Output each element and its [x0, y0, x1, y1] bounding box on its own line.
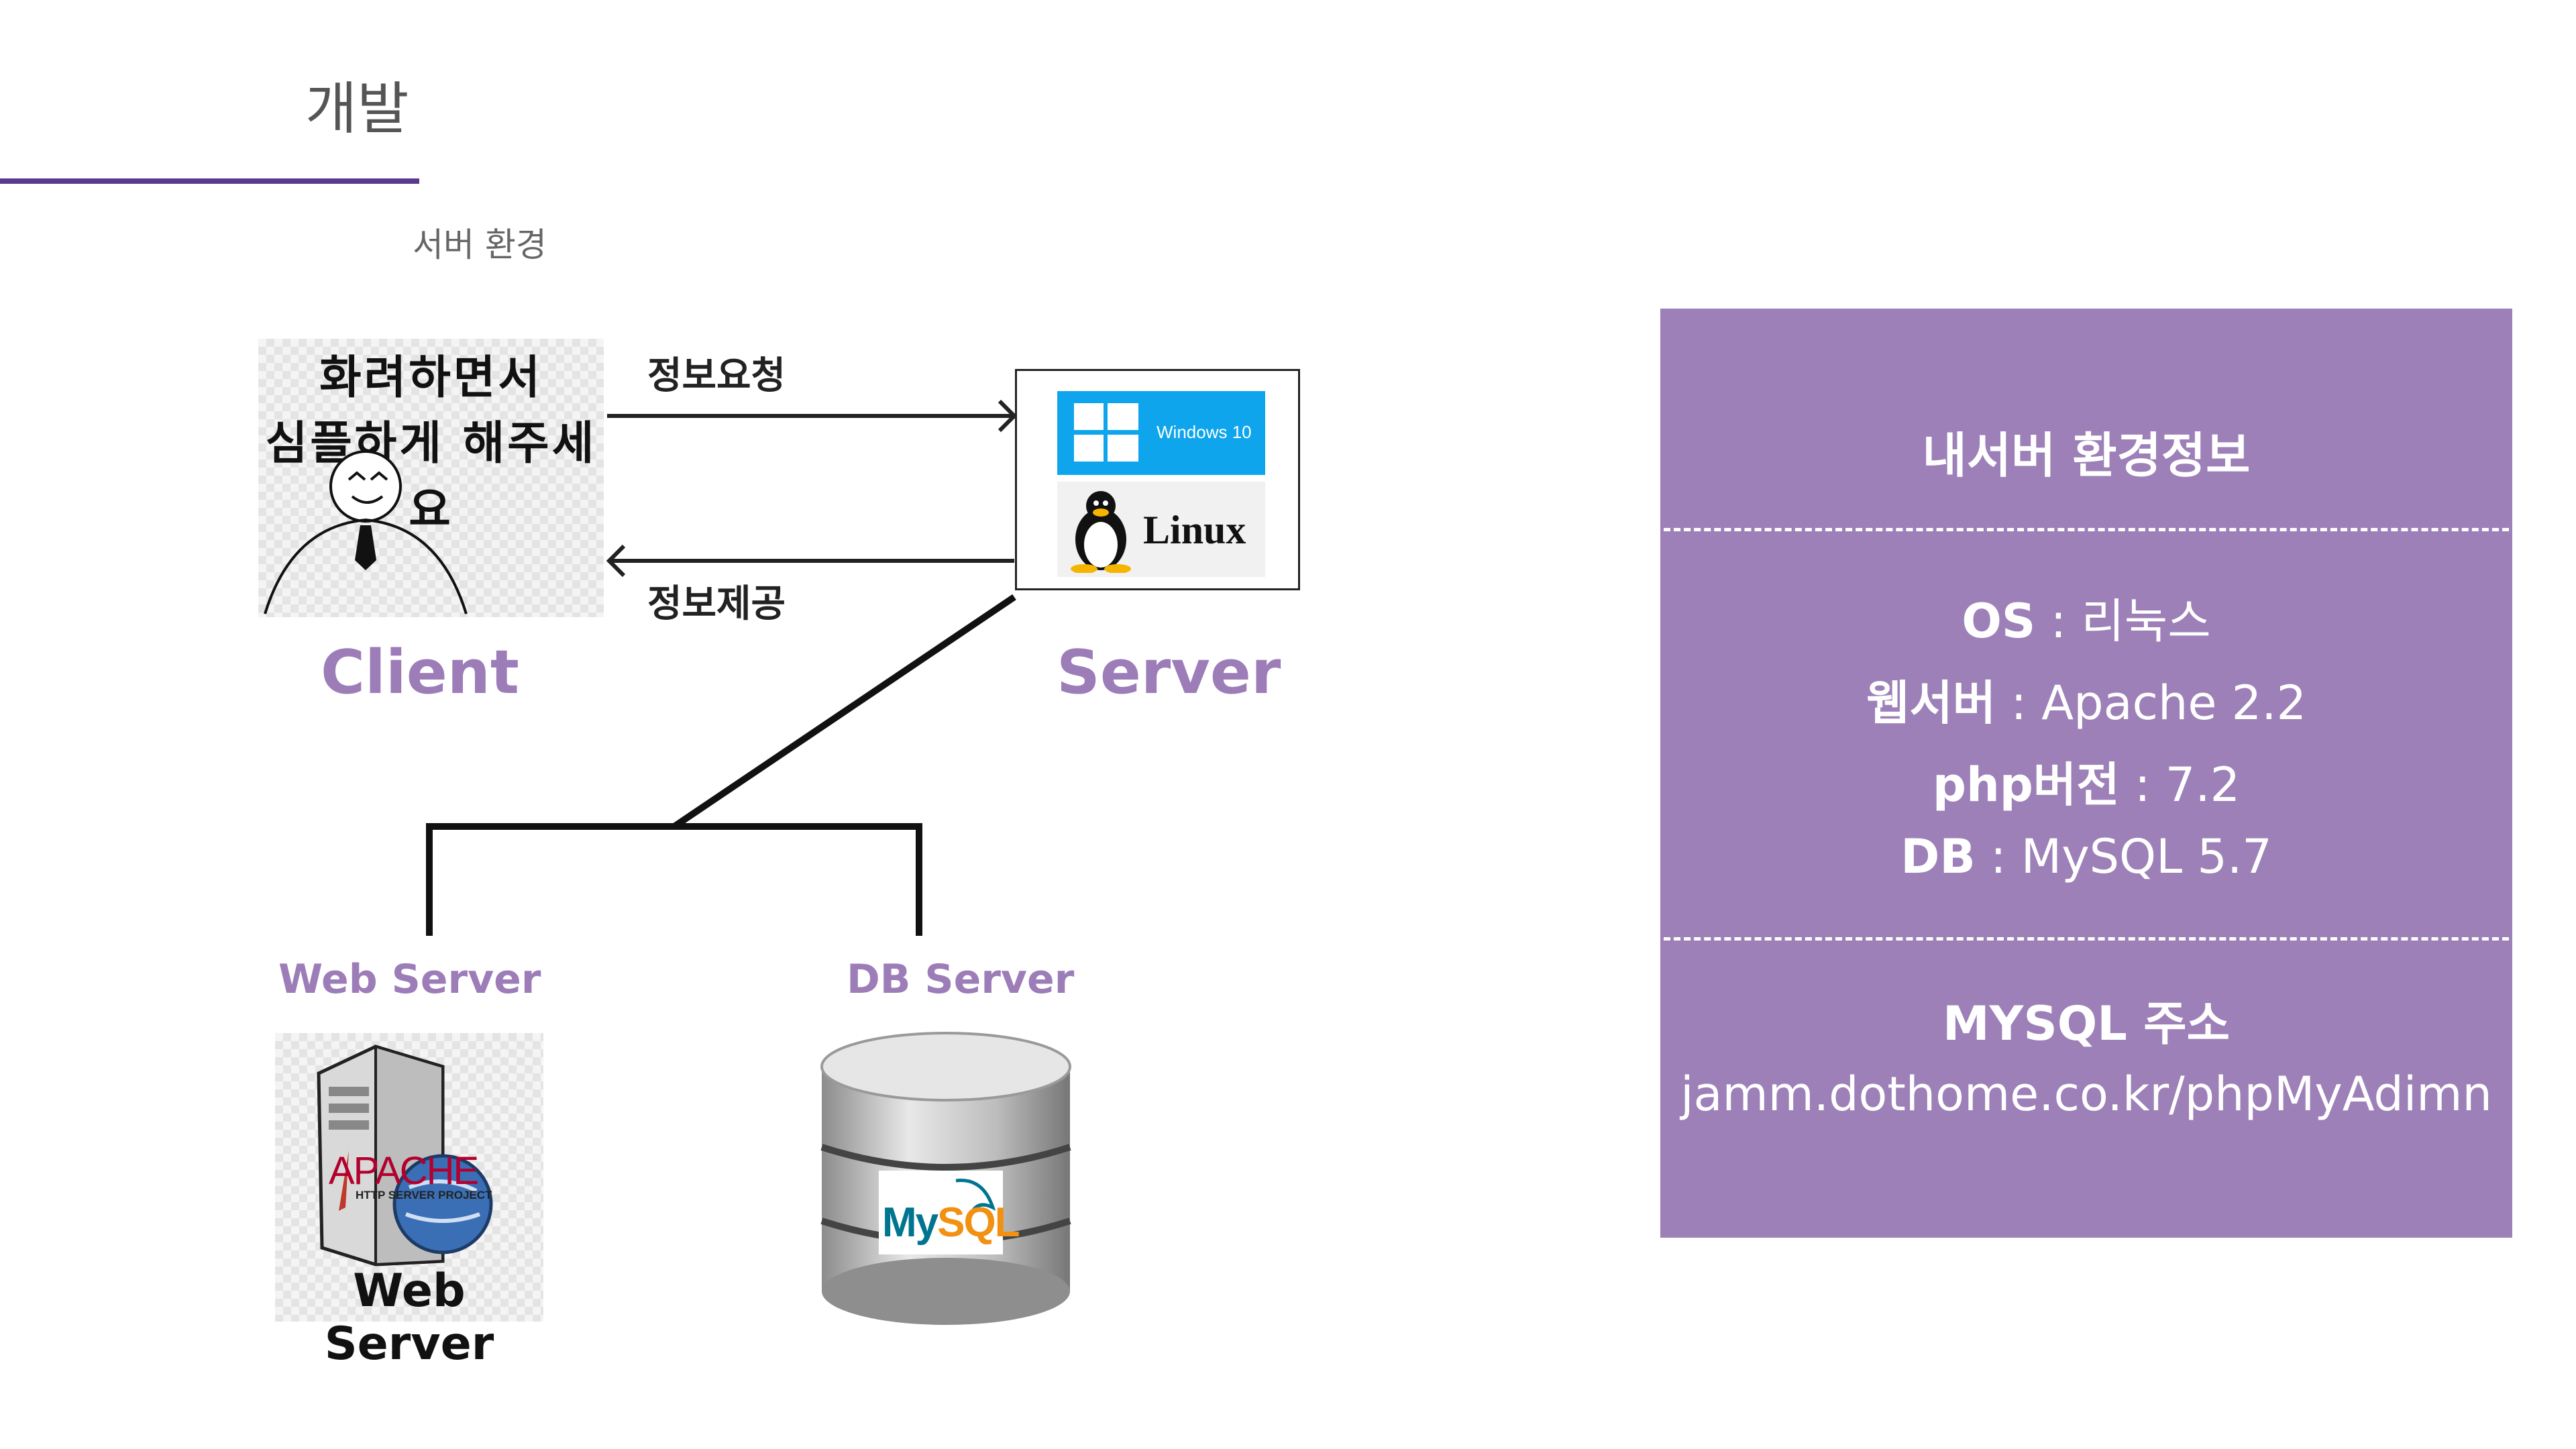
client-person-icon [264, 445, 468, 614]
page-title: 개발 [305, 76, 409, 142]
client-illustration: 화려하면서 심플하게 해주세요 [258, 339, 604, 617]
info-db: DB : MySQL 5.7 [1900, 829, 2272, 884]
title-underline [0, 178, 419, 184]
panel-divider-top [1664, 528, 2509, 531]
page-subtitle: 서버 환경 [413, 225, 547, 264]
server-os-box: Windows 10 Linux [1015, 369, 1300, 590]
info-web-server: 웹서버 : Apache 2.2 [1866, 676, 2306, 731]
server-tower-icon [317, 1044, 493, 1267]
client-speech-line-2: 심플하게 해주세요 [265, 417, 597, 537]
linux-tile: Linux [1057, 482, 1265, 577]
tux-penguin-icon [1071, 491, 1131, 573]
db-server-label: DB Server [847, 956, 1075, 1003]
request-label: 정보요청 [647, 354, 786, 398]
web-server-illustration: APACHE HTTP SERVER PROJECT Web Server [275, 1033, 543, 1371]
info-panel-title: 내서버 환경정보 [1922, 427, 2251, 484]
apache-logo-text: APACHE [329, 1149, 479, 1193]
client-speech-line-1: 화려하면서 [319, 352, 543, 405]
info-os: OS : 리눅스 [1962, 594, 2211, 649]
mysql-address-url: jamm.dothome.co.kr/phpMyAdimn [1680, 1067, 2492, 1122]
mysql-address-title: MYSQL 주소 [1942, 996, 2231, 1051]
panel-divider-bottom [1664, 937, 2509, 941]
web-server-caption: Web Server [324, 1265, 494, 1371]
windows-logo-icon [1074, 403, 1138, 462]
web-server-label: Web Server [278, 956, 541, 1003]
server-branch-tree [426, 823, 922, 936]
database-cylinder-icon [820, 1032, 1071, 1325]
server-branch-line [672, 594, 1016, 830]
info-php-version: php버전 : 7.2 [1932, 757, 2241, 812]
client-label: Client [321, 637, 519, 708]
apache-logo-subtext: HTTP SERVER PROJECT [356, 1189, 492, 1201]
windows-tile: Windows 10 [1057, 391, 1265, 475]
response-arrowhead [606, 544, 626, 578]
db-server-illustration: MySQL [818, 1030, 1073, 1328]
response-label: 정보제공 [647, 582, 786, 626]
linux-text: Linux [1143, 508, 1246, 552]
request-arrowhead [998, 399, 1018, 433]
mysql-logo-text: MySQL [882, 1199, 1020, 1246]
server-label: Server [1057, 637, 1281, 708]
windows-text: Windows 10 [1157, 422, 1252, 442]
server-info-panel: 내서버 환경정보 OS : 리눅스 웹서버 : Apache 2.2 php버전… [1660, 309, 2512, 1238]
